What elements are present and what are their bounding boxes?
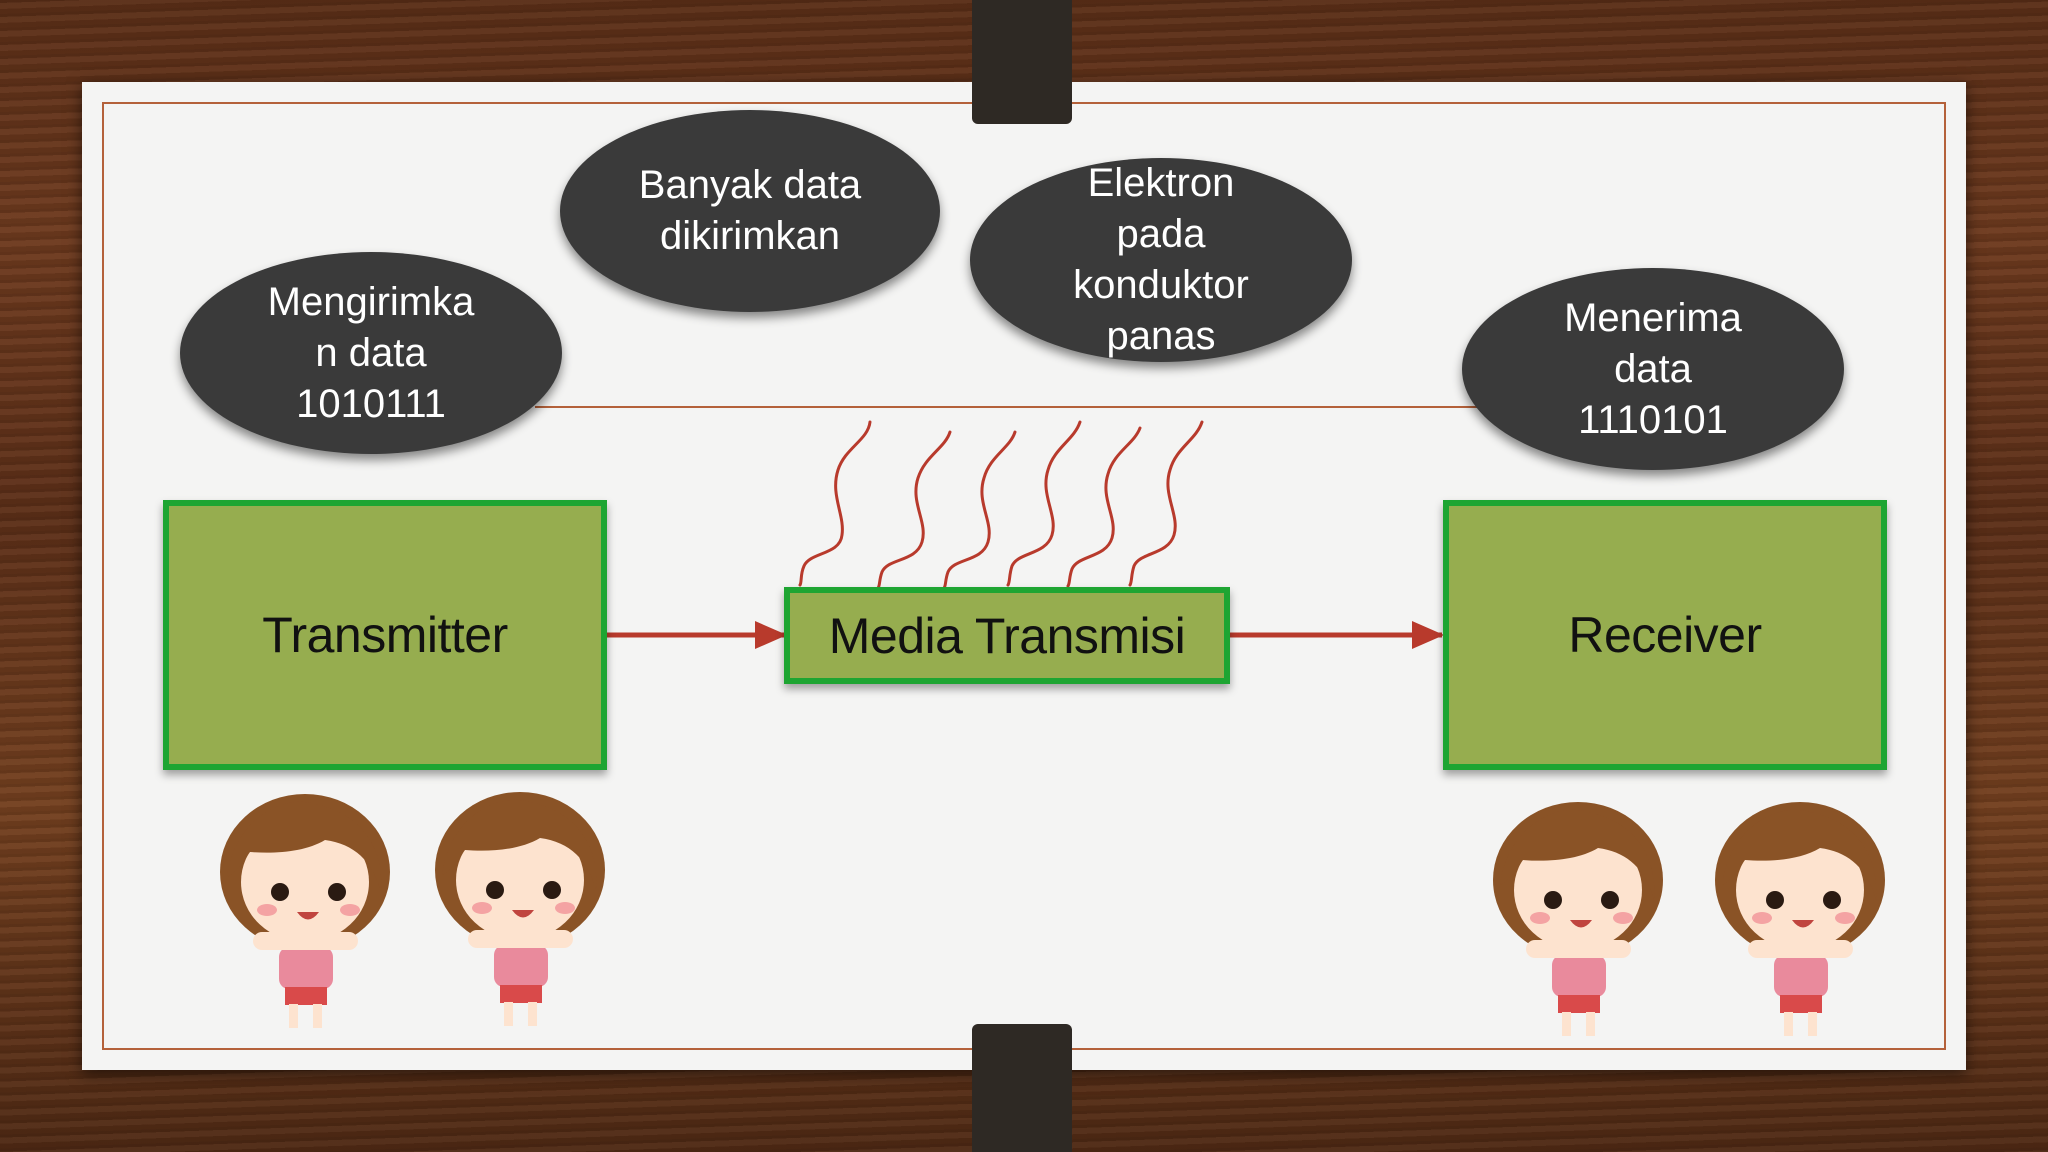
girl-character-icon: [1715, 802, 1885, 1036]
bubble-electron-text: Elektron pada konduktor panas: [1073, 161, 1249, 358]
receiver-box: Receiver: [1443, 500, 1887, 770]
bubble-receive-text: Menerima data 1110101: [1564, 295, 1742, 442]
receiver-label: Receiver: [1568, 607, 1762, 663]
transmitter-label: Transmitter: [262, 607, 508, 663]
bubble-electron: Elektron pada konduktor panas: [970, 158, 1352, 362]
binder-clip-bottom: [972, 1024, 1072, 1152]
bubble-receive-data: Menerima data 1110101: [1462, 268, 1844, 470]
bubble-send-data: Mengirimka n data 1010111: [180, 252, 562, 454]
binder-clip-top: [972, 0, 1072, 124]
bubble-many-data: Banyak data dikirimkan: [560, 110, 940, 312]
bubble-many-text: Banyak data dikirimkan: [638, 163, 862, 258]
bubble-send-text: Mengirimka n data 1010111: [267, 279, 475, 426]
media-transmisi-label: Media Transmisi: [828, 607, 1186, 664]
girl-character-icon: [435, 792, 605, 1026]
transmitter-box: Transmitter: [163, 500, 607, 770]
girl-character-icon: [1493, 802, 1663, 1036]
media-transmisi-box: Media Transmisi: [784, 587, 1230, 684]
heat-wave-icon: [798, 420, 1204, 590]
girl-character-icon: [220, 794, 390, 1028]
